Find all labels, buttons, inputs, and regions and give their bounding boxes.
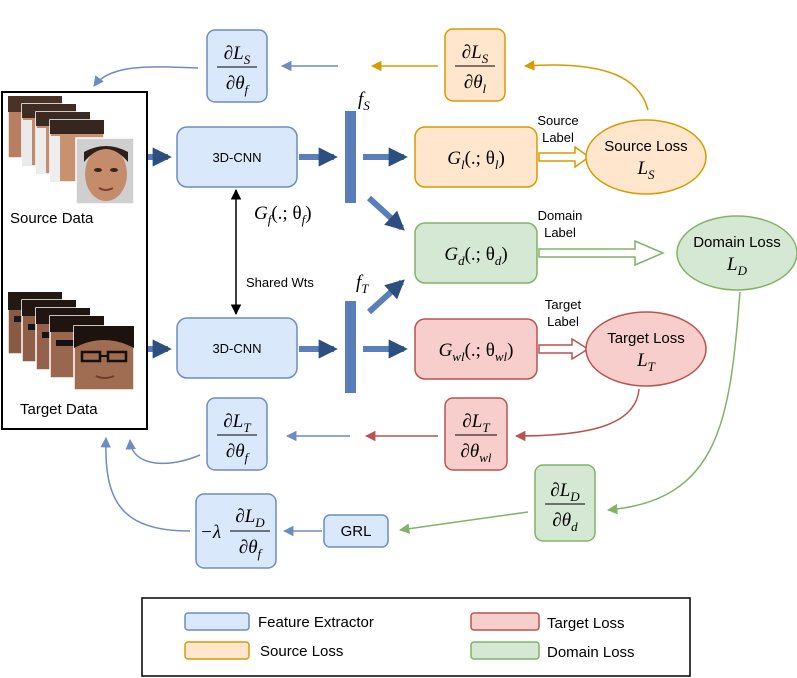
svg-text:∂LT: ∂LT <box>223 411 251 435</box>
svg-text:LT: LT <box>636 350 656 374</box>
svg-text:∂LS: ∂LS <box>224 43 251 67</box>
svg-text:−λ: −λ <box>200 522 221 543</box>
svg-text:Gl(.; θl): Gl(.; θl) <box>447 148 505 172</box>
forward-flow-arrows <box>148 147 408 359</box>
arrow-domain-loss-to-grad <box>606 291 741 515</box>
svg-text:Target Loss: Target Loss <box>607 330 685 347</box>
legend-item-target-loss: Target Loss <box>470 612 625 632</box>
arrow-grad-to-input-mid <box>125 438 201 465</box>
target-data-label: Target Data <box>20 401 98 418</box>
grad-dLt-dtheta-f: ∂LT ∂θf <box>206 397 268 471</box>
grad-dLs-dtheta-f: ∂LS ∂θf <box>206 29 268 103</box>
source-feature-label: fS <box>358 89 370 113</box>
svg-text:GRL: GRL <box>341 523 372 540</box>
svg-text:∂θd: ∂θd <box>552 510 578 534</box>
source-data-label: Source Data <box>10 210 94 227</box>
arrow-grad-to-input-top <box>93 66 199 87</box>
cnn-top: 3D-CNN <box>176 126 298 188</box>
svg-text:Gd(.; θd): Gd(.; θd) <box>444 244 507 268</box>
svg-text:3D-CNN: 3D-CNN <box>212 150 261 165</box>
svg-text:Source Loss: Source Loss <box>260 643 343 660</box>
source-feature-bar <box>345 111 356 203</box>
grl-box: GRL <box>323 514 389 548</box>
domain-classifier: Gd(.; θd) <box>414 222 538 284</box>
grad-neg-lambda-dLd-dtheta-f: −λ ∂LD ∂θf <box>195 493 277 569</box>
svg-text:Gwl(.; θwl): Gwl(.; θwl) <box>439 340 514 364</box>
grad-dLs-dtheta-l: ∂LS ∂θl <box>444 28 506 102</box>
svg-text:∂θwl: ∂θwl <box>460 441 491 465</box>
svg-text:∂LD: ∂LD <box>235 506 265 530</box>
grad-dLt-dtheta-wl: ∂LT ∂θwl <box>444 397 508 471</box>
source-label-arrow <box>538 145 591 169</box>
svg-text:∂LD: ∂LD <box>550 480 580 504</box>
legend: Feature Extractor Target Loss Source Los… <box>141 597 691 677</box>
cnn-bottom: 3D-CNN <box>176 317 298 379</box>
svg-text:∂θf: ∂θf <box>239 537 264 561</box>
svg-text:3D-CNN: 3D-CNN <box>212 341 261 356</box>
label-classifier: Gl(.; θl) <box>414 126 538 188</box>
legend-item-source-loss: Source Loss <box>184 641 343 660</box>
svg-text:Source Loss: Source Loss <box>604 138 687 155</box>
svg-text:LS: LS <box>636 158 655 182</box>
svg-text:Target Loss: Target Loss <box>547 615 625 632</box>
target-face-images <box>7 291 135 391</box>
domain-loss: Domain Loss LD <box>676 215 797 291</box>
arrow-green-to-grl <box>398 511 529 534</box>
grad-dLd-dtheta-d: ∂LD ∂θd <box>534 464 596 542</box>
arrow-source-loss-to-grad <box>523 60 649 111</box>
extractor-function: Gf(.; θf) <box>254 203 312 227</box>
legend-item-domain-loss: Domain Loss <box>470 641 635 661</box>
target-label-arrow <box>538 337 590 361</box>
shared-weights-label: Shared Wts <box>246 275 314 290</box>
svg-text:LD: LD <box>726 254 748 278</box>
svg-text:∂θl: ∂θl <box>464 72 487 96</box>
source-loss: Source Loss LS <box>585 119 707 195</box>
legend-item-feature-extractor: Feature Extractor <box>184 612 374 631</box>
target-feature-bar <box>345 301 356 393</box>
target-feature-label: fT <box>356 272 369 296</box>
domain-label-arrow <box>538 239 665 267</box>
target-loss: Target Loss LT <box>585 311 707 387</box>
svg-text:∂θf: ∂θf <box>226 73 251 97</box>
target-classifier: Gwl(.; θwl) <box>414 318 538 380</box>
svg-text:Feature Extractor: Feature Extractor <box>258 614 374 631</box>
svg-text:∂θf: ∂θf <box>226 441 251 465</box>
arrow-grad-to-input-bottom <box>100 436 191 532</box>
arrow-target-loss-to-grad <box>514 388 640 442</box>
svg-text:Domain Loss: Domain Loss <box>693 234 781 251</box>
svg-text:Domain Loss: Domain Loss <box>547 644 635 661</box>
svg-text:∂LT: ∂LT <box>462 411 490 435</box>
source-face-images <box>7 95 135 205</box>
svg-text:∂LS: ∂LS <box>462 42 489 66</box>
